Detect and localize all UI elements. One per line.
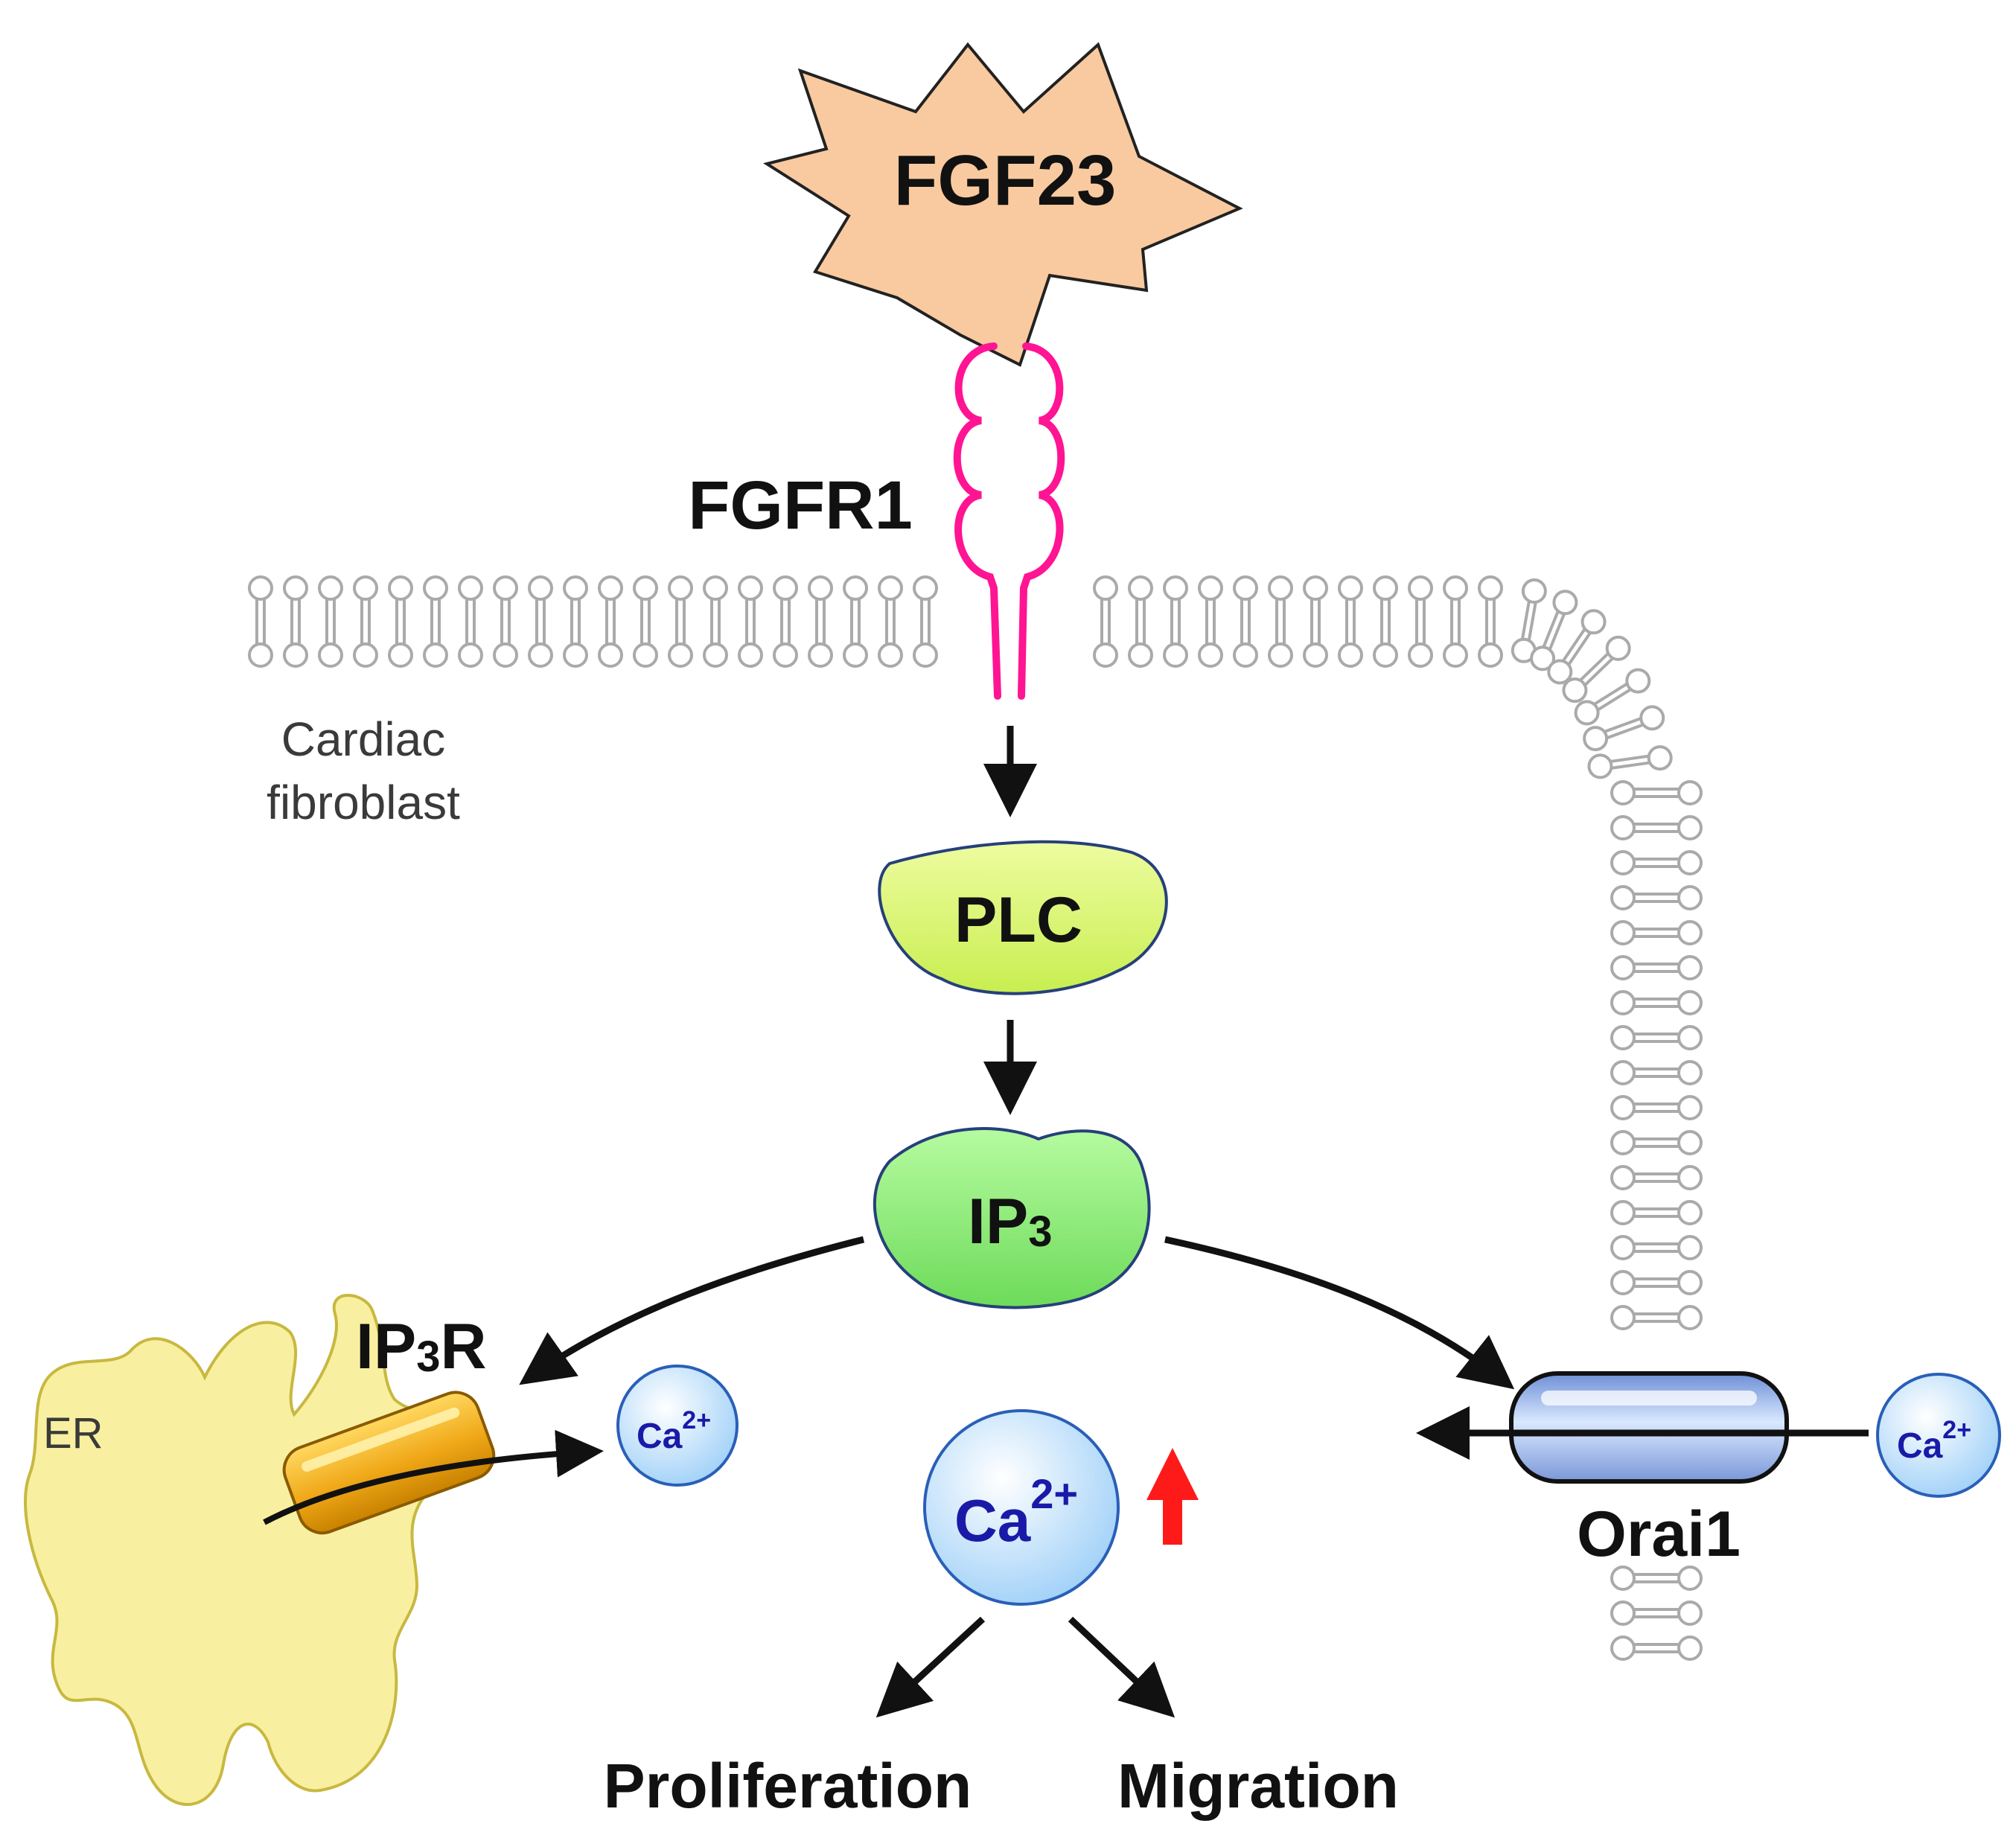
- lipid: [1478, 575, 1503, 668]
- arrow-calcium-to-migration: [1068, 1616, 1176, 1718]
- orai1-body: [1509, 1371, 1789, 1484]
- lipid: [1128, 575, 1153, 668]
- lipid: [738, 575, 763, 668]
- cell-type-label: Cardiac fibroblast: [267, 712, 460, 829]
- calcium-up-arrow-icon: [1146, 1448, 1199, 1545]
- lipid: [1610, 920, 1703, 945]
- arrow-ip3-to-orai1: [1164, 1236, 1515, 1390]
- lipid: [598, 575, 623, 668]
- lipid: [1303, 575, 1328, 668]
- proliferation-label: Proliferation: [604, 1751, 972, 1821]
- ip3r-label: IP3R: [356, 1311, 487, 1382]
- lipid: [1610, 1130, 1703, 1155]
- orai1-channel: Orai1: [1416, 1371, 1869, 1570]
- lipid: [1163, 575, 1188, 668]
- lipid: [1610, 815, 1703, 840]
- lipid: [1547, 609, 1607, 685]
- lipid: [423, 575, 448, 668]
- fgfr1-left-chain: [953, 342, 1001, 700]
- lipid: [458, 575, 483, 668]
- lipid: [1443, 575, 1468, 668]
- fgf23-star-shape: [762, 42, 1243, 367]
- lipid: [1610, 1025, 1703, 1050]
- fgfr1-label: FGFR1: [688, 467, 913, 543]
- calcium-extracellular-label: Ca2+: [1897, 1416, 1971, 1466]
- lipid: [563, 575, 588, 668]
- lipid: [1408, 575, 1433, 668]
- lipid: [1610, 1305, 1703, 1330]
- er-label: ER: [43, 1409, 103, 1458]
- calcium-cytosol-label: Ca2+: [954, 1470, 1078, 1554]
- lipid: [1610, 1601, 1703, 1626]
- calcium-er-label: Ca2+: [637, 1406, 711, 1456]
- lipid: [1610, 1270, 1703, 1295]
- lipid: [1587, 745, 1673, 779]
- fgfr1-right-chain: [1018, 342, 1065, 700]
- lipid: [633, 575, 658, 668]
- ip3r-body: [282, 1391, 496, 1535]
- lipid: [1610, 1200, 1703, 1225]
- lipid: [1530, 590, 1578, 671]
- lipid: [1562, 635, 1631, 703]
- lipid: [1610, 1235, 1703, 1260]
- lipid: [808, 575, 833, 668]
- lipid: [1610, 850, 1703, 875]
- lipid: [283, 575, 308, 668]
- lipid: [773, 575, 798, 668]
- lipid: [1373, 575, 1398, 668]
- ip3r-calcium-release-arrow: [263, 1429, 604, 1525]
- calcium-ion-extracellular: Ca2+: [1876, 1373, 2001, 1498]
- calcium-ion-cytosol: Ca2+: [923, 1409, 1120, 1606]
- lipid: [1610, 1060, 1703, 1085]
- lipid: [703, 575, 728, 668]
- lipid: [1093, 575, 1118, 668]
- fgf23-ligand: FGF23: [762, 42, 1243, 367]
- lipid: [1233, 575, 1258, 668]
- lipid: [1610, 990, 1703, 1015]
- lipid: [1610, 1165, 1703, 1190]
- lipid: [1583, 705, 1665, 752]
- lipid: [1610, 780, 1703, 805]
- lipid: [248, 575, 273, 668]
- lipid: [353, 575, 378, 668]
- arrow-ip3-to-ip3r: [519, 1236, 865, 1385]
- lipid: [1338, 575, 1363, 668]
- lipid: [668, 575, 693, 668]
- lipid: [1610, 1635, 1703, 1661]
- cell-label-line2: fibroblast: [267, 776, 460, 829]
- migration-label: Migration: [1117, 1751, 1399, 1821]
- fgfr1-receptor: [953, 342, 1065, 700]
- plc-enzyme: PLC: [878, 840, 1168, 995]
- lipid: [388, 575, 413, 668]
- ip3-messenger: IP3: [873, 1127, 1151, 1309]
- plasma-membrane: [248, 575, 1703, 1661]
- orai1-label: Orai1: [1577, 1499, 1741, 1570]
- lipid: [878, 575, 903, 668]
- ip3-label: IP3: [968, 1186, 1053, 1257]
- cell-label-line1: Cardiac: [281, 712, 446, 766]
- fgf23-label: FGF23: [894, 141, 1117, 220]
- arrow-calcium-to-proliferation: [875, 1616, 986, 1718]
- lipid: [1198, 575, 1223, 668]
- lipid: [913, 575, 938, 668]
- lipid: [1574, 668, 1651, 726]
- lipid: [1610, 1566, 1703, 1591]
- lipid: [1610, 1095, 1703, 1120]
- calcium-ion-er: Ca2+: [616, 1365, 739, 1487]
- ip3r-channel: [263, 1391, 604, 1535]
- lipid: [1268, 575, 1293, 668]
- lipid: [528, 575, 553, 668]
- lipid: [1610, 955, 1703, 980]
- lipid: [318, 575, 343, 668]
- plc-label: PLC: [954, 884, 1082, 956]
- lipid: [843, 575, 868, 668]
- lipid: [1511, 578, 1547, 663]
- lipid: [1610, 885, 1703, 910]
- ip3-shape: [873, 1127, 1151, 1309]
- lipid: [493, 575, 518, 668]
- plc-shape: [878, 840, 1168, 995]
